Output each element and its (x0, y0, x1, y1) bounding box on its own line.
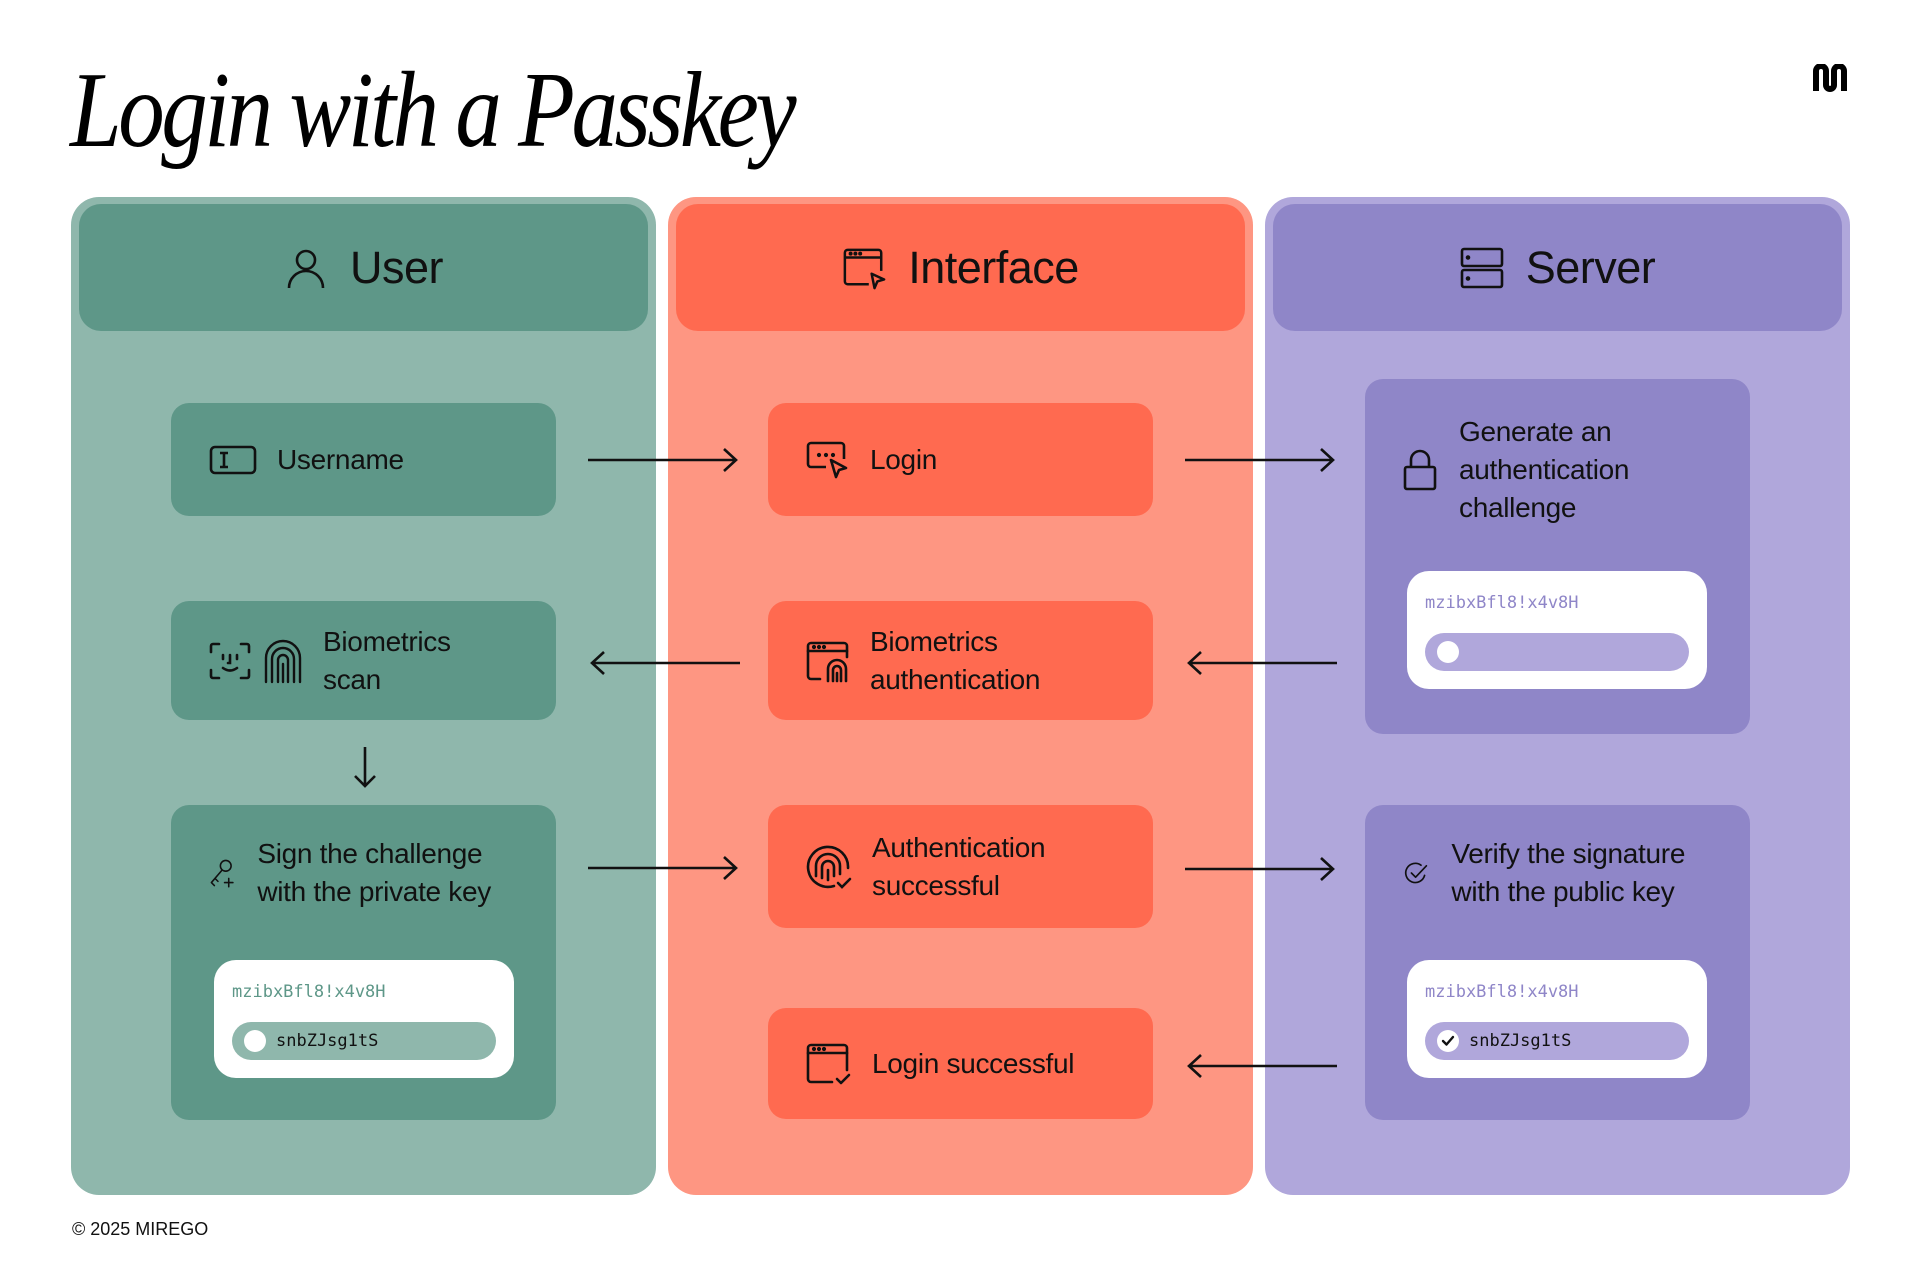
login-step-label: Login (870, 443, 938, 475)
server-icon (1460, 247, 1504, 288)
arrow-left-icon (1187, 1054, 1337, 1078)
key-plus-icon (210, 859, 234, 888)
generate-challenge-step: Generate an authentication challenge mzi… (1365, 379, 1750, 734)
username-step-label: Username (277, 443, 404, 475)
server-column-title: Server (1525, 241, 1656, 293)
fingerprint-check-icon (806, 845, 852, 889)
interface-column-title: Interface (908, 241, 1079, 293)
biometrics-scan-step: Biometrics scan (171, 601, 556, 720)
dialog-cursor-icon (806, 441, 848, 478)
sign-challenge-step: Sign the challenge with the private key … (171, 805, 556, 1120)
mirego-logo-icon (1813, 64, 1847, 92)
verify-signature-label: Verify the signature with the public key (1451, 838, 1686, 907)
challenge-value: mzibxBfl8!x4v8H (232, 982, 386, 1002)
arrow-down-icon (354, 747, 376, 788)
page-title: Login with a Passkey (70, 51, 797, 170)
signature-verified-dot (1437, 1030, 1459, 1052)
biometrics-scan-step-label: Biometrics scan (323, 625, 451, 695)
server-column-header: Server (1273, 204, 1842, 331)
user-icon (287, 249, 325, 288)
biometrics-auth-step: Biometrics authentication (768, 601, 1153, 720)
arrow-right-icon (1185, 857, 1335, 881)
lock-icon (1403, 449, 1437, 491)
signature-value: snbZJsg1tS (1469, 1031, 1572, 1051)
signature-pill: snbZJsg1tS (232, 1022, 496, 1060)
face-id-icon (209, 642, 251, 679)
arrow-left-icon (1187, 651, 1337, 675)
challenge-value: mzibxBfl8!x4v8H (1425, 982, 1579, 1002)
user-column: User Username Biometrics scan (71, 197, 656, 1195)
username-step: Username (171, 403, 556, 516)
auth-successful-step: Authentication successful (768, 805, 1153, 928)
text-field-icon (209, 445, 257, 474)
copyright-footer: © 2025 MIREGO (72, 1219, 209, 1239)
browser-cursor-icon (843, 248, 886, 289)
verify-signature-header: Verify the signature with the public key (1403, 835, 1730, 911)
verified-signature-pill: snbZJsg1tS (1425, 1022, 1689, 1060)
user-column-title: User (349, 241, 444, 293)
login-successful-step-label: Login successful (872, 1047, 1075, 1079)
signature-status-dot (244, 1030, 266, 1052)
fingerprint-icon (264, 639, 302, 683)
server-column: Server Generate an authentication challe… (1265, 197, 1850, 1195)
login-step: Login (768, 403, 1153, 516)
sign-challenge-label: Sign the challenge with the private key (257, 838, 491, 907)
verify-signature-step: Verify the signature with the public key… (1365, 805, 1750, 1120)
arrow-right-icon (1185, 448, 1335, 472)
generate-challenge-label: Generate an authentication challenge (1459, 416, 1630, 523)
sign-challenge-header: Sign the challenge with the private key (209, 835, 536, 911)
arrow-right-icon (588, 856, 738, 880)
challenge-value: mzibxBfl8!x4v8H (1425, 593, 1579, 613)
signature-status-dot (1437, 641, 1459, 663)
arrow-right-icon (588, 448, 738, 472)
interface-column-header: Interface (676, 204, 1245, 331)
login-successful-step: Login successful (768, 1008, 1153, 1119)
interface-column: Interface Login Biometrics authenticatio… (668, 197, 1253, 1195)
user-column-header: User (79, 204, 648, 331)
check-circle-icon (1404, 862, 1428, 884)
auth-successful-step-label: Authentication successful (872, 831, 1046, 901)
generated-challenge-card: mzibxBfl8!x4v8H (1407, 571, 1707, 689)
verified-signature-card: mzibxBfl8!x4v8H snbZJsg1tS (1407, 960, 1707, 1078)
biometrics-auth-step-label: Biometrics authentication (870, 625, 1041, 695)
signed-challenge-card: mzibxBfl8!x4v8H snbZJsg1tS (214, 960, 514, 1078)
generate-challenge-header: Generate an authentication challenge (1403, 413, 1730, 527)
checkmark-icon (1441, 1035, 1455, 1046)
signature-value: snbZJsg1tS (276, 1031, 379, 1051)
arrow-left-icon (590, 651, 740, 675)
empty-signature-pill (1425, 633, 1689, 671)
browser-fingerprint-icon (806, 641, 849, 682)
browser-check-icon (806, 1043, 851, 1084)
